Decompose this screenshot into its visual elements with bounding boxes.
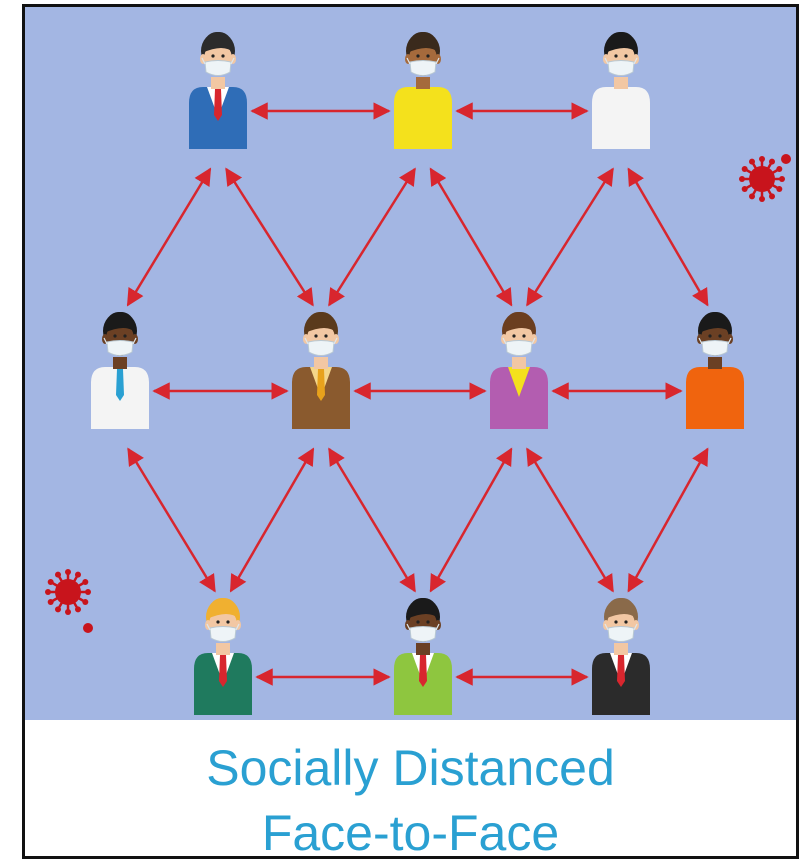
- arrow-top-left-to-middle-center-left: [225, 167, 314, 307]
- face-mask-icon: [607, 626, 635, 642]
- face-mask-icon: [607, 60, 635, 76]
- face-mask-icon: [106, 340, 134, 356]
- network-scene: [25, 7, 796, 720]
- person-icon-top-right: [592, 31, 650, 149]
- person-icon-top-center: [394, 31, 452, 149]
- face-mask-icon: [209, 626, 237, 642]
- virus-icon: [45, 569, 93, 633]
- person-icon-bottom-center: [394, 597, 452, 715]
- arrow-middle-center-right-to-bottom-center: [429, 447, 513, 593]
- caption-line-1: Socially Distanced: [206, 740, 615, 796]
- torso: [592, 87, 650, 149]
- face-mask-icon: [505, 340, 533, 356]
- arrow-middle-far-left-to-bottom-left: [127, 447, 216, 593]
- person-icon-middle-far-left: [91, 311, 149, 429]
- arrow-middle-center-left-to-bottom-center: [328, 447, 416, 593]
- torso: [394, 87, 452, 149]
- figure-frame: Socially Distanced Face-to-Face: [22, 4, 799, 859]
- person-icon-top-left: [189, 31, 247, 149]
- arrow-middle-center-left-to-bottom-left: [229, 447, 315, 593]
- arrow-top-left-to-middle-far-left: [126, 167, 212, 307]
- face-mask-icon: [409, 60, 437, 76]
- tie: [317, 369, 325, 401]
- person-icon-middle-far-right: [686, 311, 744, 429]
- virus-layer: [45, 154, 791, 633]
- tie: [214, 89, 222, 121]
- arrow-top-right-to-middle-far-right: [627, 167, 709, 307]
- arrows-layer: [126, 102, 709, 686]
- network-diagram: [45, 31, 791, 715]
- caption-line-2: Face-to-Face: [261, 805, 560, 859]
- caption: Socially Distanced Face-to-Face: [25, 720, 796, 856]
- arrow-middle-far-right-to-bottom-right: [627, 447, 709, 593]
- tie: [617, 655, 625, 687]
- face-mask-icon: [307, 340, 335, 356]
- face-mask-icon: [701, 340, 729, 356]
- tie: [419, 655, 427, 687]
- people-layer: [91, 31, 744, 715]
- tie: [116, 369, 124, 401]
- torso: [490, 367, 548, 429]
- face-mask-icon: [409, 626, 437, 642]
- person-icon-bottom-right: [592, 597, 650, 715]
- torso: [686, 367, 744, 429]
- arrow-top-center-to-middle-center-right: [429, 167, 513, 307]
- virus-icon: [739, 154, 791, 202]
- person-icon-bottom-left: [194, 597, 252, 715]
- face-mask-icon: [204, 60, 232, 76]
- arrow-middle-center-right-to-bottom-right: [526, 447, 614, 593]
- person-icon-middle-center-left: [292, 311, 350, 429]
- person-icon-middle-center-right: [490, 311, 548, 429]
- arrow-top-right-to-middle-center-right: [526, 167, 614, 307]
- arrow-top-center-to-middle-center-left: [328, 167, 416, 307]
- tie: [219, 655, 227, 687]
